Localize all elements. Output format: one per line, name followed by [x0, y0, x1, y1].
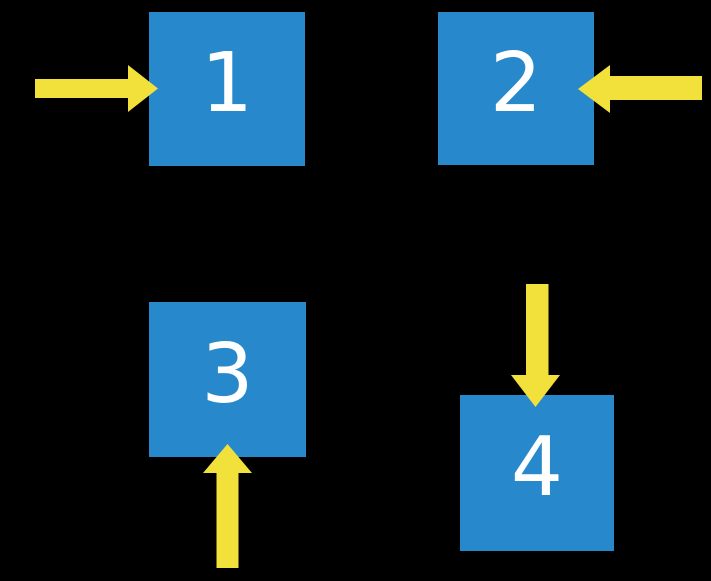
box-3-label: 3 [201, 326, 254, 422]
arrow-left-into-box-2-icon [578, 65, 702, 113]
box-2-label: 2 [489, 35, 543, 131]
arrow-up-into-box-3-icon [203, 444, 252, 568]
arrow-right-into-box-1-icon [35, 65, 158, 112]
box-4-label: 4 [510, 420, 564, 515]
box-1: 1 [149, 12, 305, 166]
box-1-label: 1 [200, 36, 254, 131]
box-4: 4 [460, 395, 614, 551]
arrow-down-into-box-4-icon [511, 284, 560, 407]
box-2: 2 [438, 12, 594, 165]
box-3: 3 [149, 302, 306, 457]
